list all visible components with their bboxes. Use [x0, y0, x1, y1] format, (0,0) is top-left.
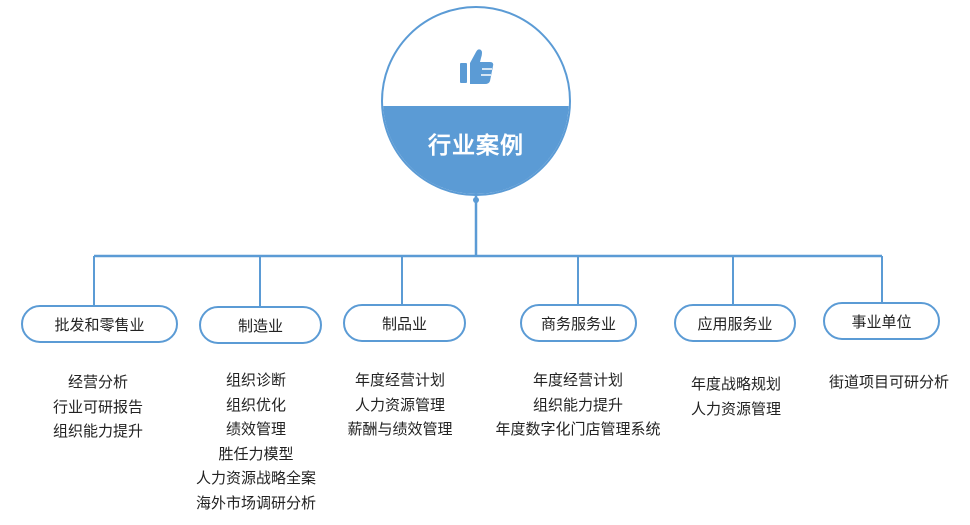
thumbs-up-icon [460, 49, 494, 84]
list-item: 胜任力模型 [218, 444, 294, 463]
category-box-application-services: 应用服务业 [674, 304, 796, 342]
list-item: 街道项目可研分析 [828, 373, 949, 391]
list-item: 绩效管理 [225, 420, 286, 438]
list-item: 薪酬与绩效管理 [347, 420, 453, 438]
list-item: 海外市场调研分析 [195, 493, 316, 512]
list-item: 年度经营计划 [532, 371, 623, 389]
hub-stem-dot [473, 197, 479, 203]
list-item: 组织能力提升 [52, 422, 143, 440]
category-items-public-institution: 街道项目可研分析 [814, 370, 964, 395]
list-item: 人力资源管理 [354, 395, 445, 414]
list-item: 年度战略规划 [690, 375, 781, 393]
category-box-public-institution: 事业单位 [823, 302, 940, 340]
category-items-application-services: 年度战略规划 人力资源管理 [666, 372, 806, 421]
category-box-products: 制品业 [343, 304, 466, 342]
list-item: 行业可研报告 [52, 397, 143, 416]
list-item: 人力资源战略全案 [195, 469, 316, 487]
list-item: 组织优化 [225, 395, 286, 414]
category-items-wholesale-retail: 经营分析 行业可研报告 组织能力提升 [14, 370, 182, 444]
category-box-business-services: 商务服务业 [520, 304, 637, 342]
hub-title: 行业案例 [428, 133, 524, 159]
list-item: 组织诊断 [225, 371, 286, 389]
hub-fill [383, 106, 569, 194]
category-box-manufacturing: 制造业 [199, 306, 322, 344]
list-item: 人力资源管理 [690, 399, 781, 418]
list-item: 经营分析 [67, 373, 128, 391]
category-box-wholesale-retail: 批发和零售业 [21, 305, 178, 343]
category-items-manufacturing: 组织诊断 组织优化 绩效管理 胜任力模型 人力资源战略全案 海外市场调研分析 [175, 368, 337, 515]
list-item: 组织能力提升 [532, 395, 623, 414]
list-item: 年度经营计划 [354, 371, 445, 389]
category-items-business-services: 年度经营计划 组织能力提升 年度数字化门店管理系统 [478, 368, 678, 442]
category-items-products: 年度经营计划 人力资源管理 薪酬与绩效管理 [325, 368, 475, 442]
list-item: 年度数字化门店管理系统 [495, 420, 661, 438]
hub-circle: 行业案例 [381, 6, 571, 196]
